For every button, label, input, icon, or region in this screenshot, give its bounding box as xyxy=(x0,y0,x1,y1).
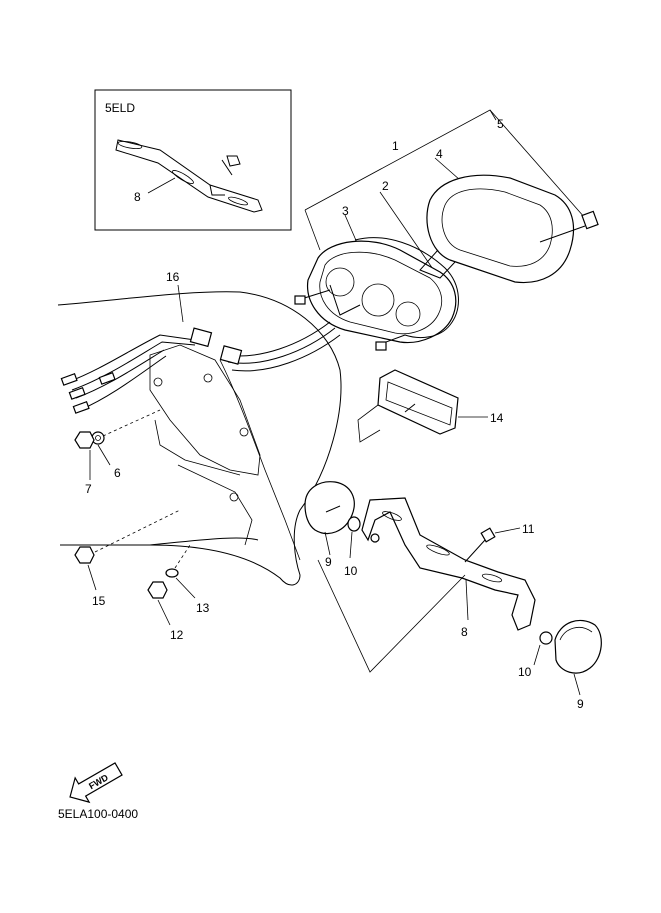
tail-light-lens xyxy=(419,174,599,284)
callout-5: 5 xyxy=(497,117,504,131)
callout-6: 6 xyxy=(114,466,121,480)
callout-13: 13 xyxy=(196,601,210,615)
callout-9-left: 9 xyxy=(325,555,332,569)
rear-fender xyxy=(57,291,342,586)
tail-light-housing xyxy=(294,240,457,351)
callout-1: 1 xyxy=(392,139,399,153)
diagram-code: 5ELA100-0400 xyxy=(58,807,138,821)
reflector-right xyxy=(533,619,602,696)
callout-11: 11 xyxy=(522,522,535,536)
inset-title: 5ELD xyxy=(105,101,135,115)
callout-10-left: 10 xyxy=(344,564,358,578)
inset-5eld: 5ELD 8 xyxy=(94,89,292,231)
callout-14: 14 xyxy=(490,411,504,425)
callout-10-right: 10 xyxy=(518,665,532,679)
hardware-left xyxy=(74,409,196,626)
reflector-left xyxy=(304,481,361,559)
fwd-arrow-icon: FWD xyxy=(69,762,123,804)
callout-15: 15 xyxy=(92,594,106,608)
callout-4: 4 xyxy=(436,147,443,161)
callout-2: 2 xyxy=(382,179,389,193)
callout-12: 12 xyxy=(170,628,184,642)
inset-frame xyxy=(94,89,292,231)
callout-8: 8 xyxy=(461,625,468,639)
inset-bracket-drawing xyxy=(115,139,263,213)
callout-3: 3 xyxy=(342,204,349,218)
license-light xyxy=(357,369,488,443)
inset-part-label: 8 xyxy=(134,190,141,204)
callout-7: 7 xyxy=(85,482,92,496)
lens-gasket xyxy=(354,237,459,338)
callout-16: 16 xyxy=(166,270,180,284)
callout-9-right: 9 xyxy=(577,697,584,711)
reflector-bracket xyxy=(361,497,536,631)
part-8-leaders xyxy=(317,559,466,673)
callout-labels: 1 2 3 4 5 6 7 8 9 9 10 10 11 12 13 14 15… xyxy=(85,117,584,711)
wire-harness xyxy=(60,284,341,414)
